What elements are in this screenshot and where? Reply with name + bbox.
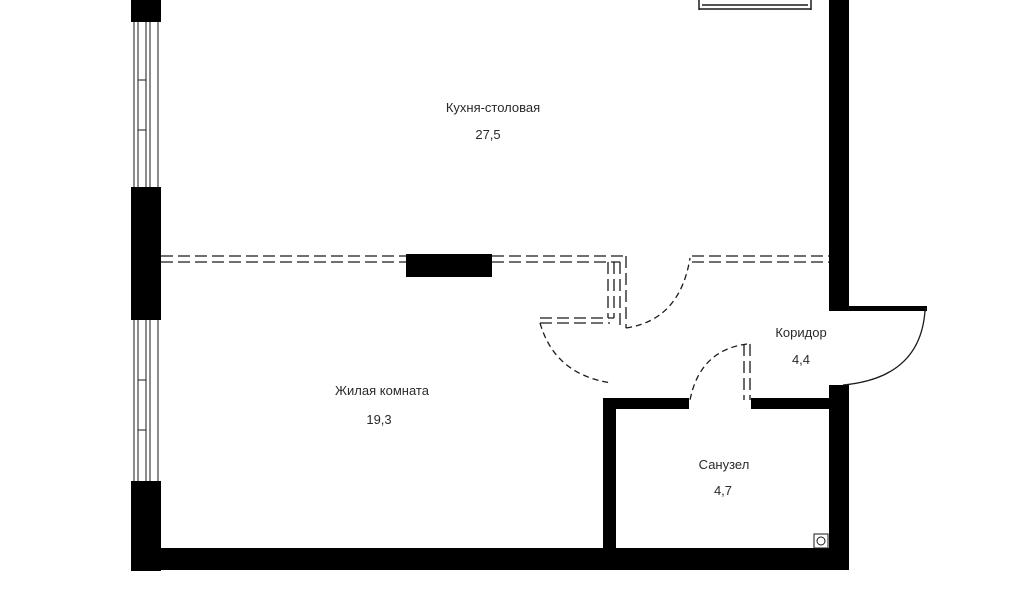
room-name-corridor: Коридор (775, 325, 826, 340)
wall-right-lower (829, 385, 849, 570)
door-entrance-swing (842, 310, 926, 386)
room-name-bathroom: Санузел (699, 457, 750, 472)
door-entrance (842, 308, 926, 386)
wall-bath-top-left (603, 398, 689, 409)
room-area-kitchen: 27,5 (475, 127, 500, 142)
room-area-living: 19,3 (366, 412, 391, 427)
door-swings (539, 257, 748, 401)
wall-left-mid (131, 187, 161, 320)
wall-bottom (131, 548, 849, 570)
wall-bath-left (603, 398, 616, 550)
wall-corridor-jamb (829, 306, 927, 311)
door-living-swing (539, 322, 613, 384)
room-name-kitchen: Кухня-столовая (446, 100, 540, 115)
window-left-lower (133, 320, 159, 481)
room-name-living: Жилая комната (335, 383, 430, 398)
room-area-corridor: 4,4 (792, 352, 810, 367)
wall-bath-top-right (751, 398, 831, 409)
door-bath-swing (689, 343, 748, 401)
door-kitchen-swing (625, 257, 691, 329)
column (406, 254, 492, 277)
window-left-upper (133, 22, 159, 187)
room-area-bathroom: 4,7 (714, 483, 732, 498)
drain-fixture (813, 533, 829, 549)
wall-right-upper (829, 0, 849, 306)
partitions (161, 255, 829, 400)
top-window (698, 0, 812, 10)
walls (131, 0, 927, 571)
wall-left-top (131, 0, 161, 22)
